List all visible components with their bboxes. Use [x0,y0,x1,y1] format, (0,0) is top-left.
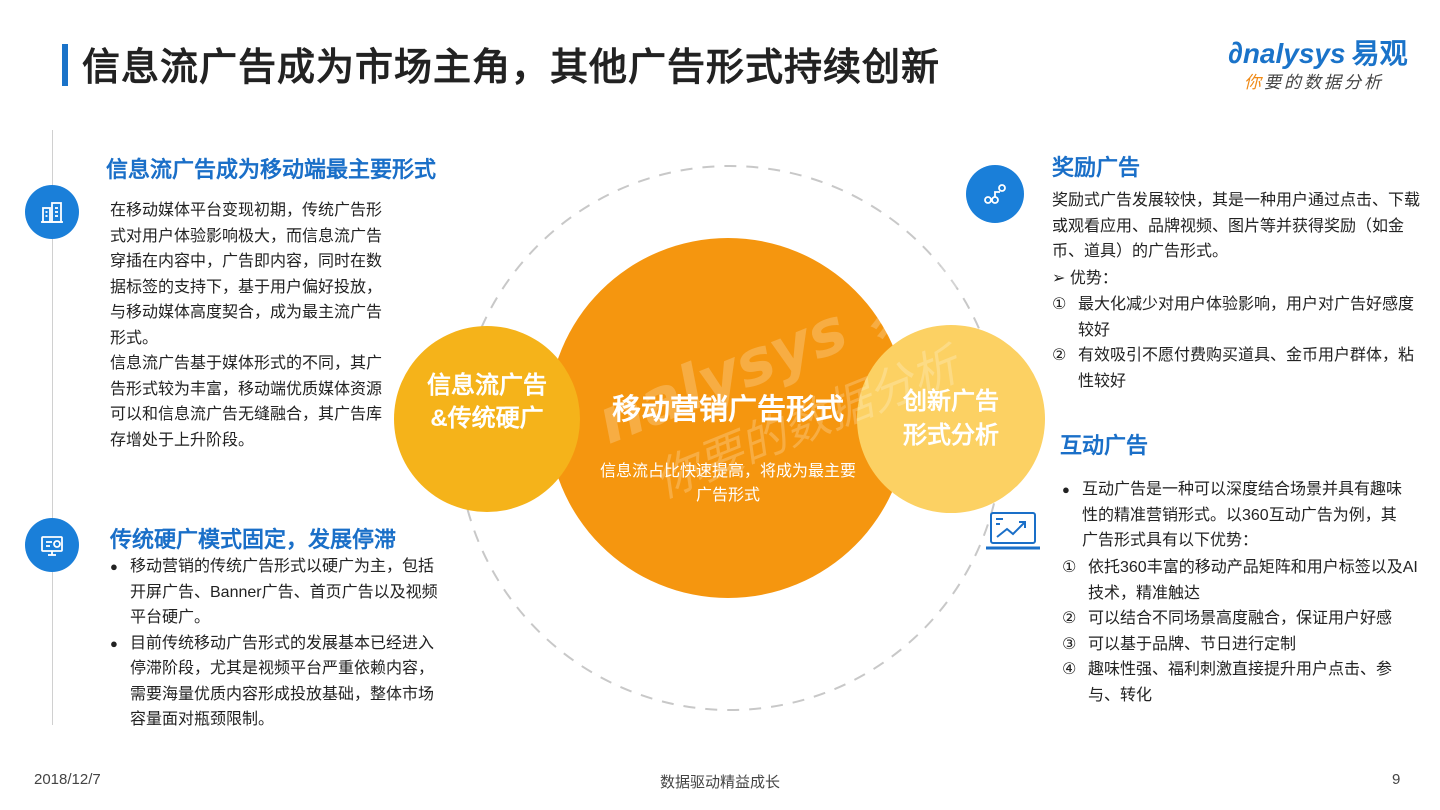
list-item: ① 最大化减少对用户体验影响，用户对广告好感度较好 [1052,292,1424,343]
right-circle: 创新广告形式分析 [857,325,1045,513]
network-nodes-icon [966,165,1024,223]
list-marker: ② [1062,610,1077,627]
main-circle-subtitle: 信息流占比快速提高，将成为最主要广告形式 [599,463,856,504]
list-item-text: 可以结合不同场景高度融合，保证用户好感 [1088,610,1393,627]
logo-slogan: 你要的数据分析 [1244,68,1384,93]
main-circle: 移动营销广告形式 信息流占比快速提高，将成为最主要广告形式 [548,238,908,598]
list-marker: ② [1052,347,1067,364]
reward-ads-advantages: ① 最大化减少对用户体验影响，用户对广告好感度较好 ② 有效吸引不愿付费购买道具、金… [1052,292,1424,394]
title-accent-bar [62,44,68,86]
logo-brand-en: nalysys [1242,38,1346,69]
presentation-screen-icon [25,518,79,572]
list-item: 目前传统移动广告形式的发展基本已经进入停滞阶段，尤其是视频平台严重依赖内容，需要… [110,631,446,733]
list-item: ② 有效吸引不愿付费购买道具、金币用户群体，粘性较好 [1052,343,1424,394]
reward-ads-advantage-label: ➢ 优势： [1052,266,1118,292]
list-item: 移动营销的传统广告形式以硬广为主，包括开屏广告、Banner广告、首页广告以及视… [110,554,446,631]
left-timeline-line [52,130,53,725]
list-item: ③ 可以基于品牌、节日进行定制 [1062,632,1418,658]
list-item-text: 最大化减少对用户体验影响，用户对广告好感度较好 [1078,296,1415,339]
list-marker: ③ [1062,635,1077,653]
section-title-feed-ads: 信息流广告成为移动端最主要形式 [106,157,437,182]
right-circle-label: 创新广告形式分析 [903,388,999,449]
list-item-text: 可以基于品牌、节日进行定制 [1088,635,1297,653]
left-circle: 信息流广告&传统硬广 [394,326,580,512]
list-item: 互动广告是一种可以深度结合场景并具有趣味性的精准营销形式。以360互动广告为例，… [1062,477,1412,554]
page-number: 9 [1392,771,1401,788]
interactive-ads-advantages: ① 依托360丰富的移动产品矩阵和用户标签以及AI技术，精准触达 ② 可以结合不同场… [1062,555,1418,708]
feed-ads-para-2: 信息流广告基于媒体形式的不同，其广告形式较为丰富，移动端优质媒体资源可以和信息流… [110,355,383,449]
logo-slogan-rest: 要的数据分析 [1264,73,1384,92]
footer-slogan: 数据驱动精益成长 [659,774,780,791]
list-marker: ① [1052,296,1067,313]
building-chart-icon [25,185,79,239]
list-item: ① 依托360丰富的移动产品矩阵和用户标签以及AI技术，精准触达 [1062,555,1418,606]
list-item: ② 可以结合不同场景高度融合，保证用户好感 [1062,606,1418,632]
traditional-ads-list: 移动营销的传统广告形式以硬广为主，包括开屏广告、Banner广告、首页广告以及视… [110,554,446,733]
list-item: ④ 趣味性强、福利刺激直接提升用户点击、参与、转化 [1062,657,1418,708]
list-marker: ④ [1062,661,1077,678]
feed-ads-description: 在移动媒体平台变现初期，传统广告形式对用户体验影响极大，而信息流广告穿插在内容中… [110,198,390,453]
logo-brand-cn: 易观 [1351,38,1408,69]
list-item-text: 有效吸引不愿付费购买道具、金币用户群体，粘性较好 [1078,347,1415,390]
section-title-reward-ads: 奖励广告 [1052,155,1141,180]
main-circle-title: 移动营销广告形式 [611,394,844,426]
feed-ads-para-1: 在移动媒体平台变现初期，传统广告形式对用户体验影响极大，而信息流广告穿插在内容中… [110,202,383,347]
interactive-ads-intro: 互动广告是一种可以深度结合场景并具有趣味性的精准营销形式。以360互动广告为例，… [1062,477,1412,554]
list-item-text: 依托360丰富的移动产品矩阵和用户标签以及AI技术，精准触达 [1088,559,1418,602]
arrow-bullet-icon: ➢ [1052,270,1066,287]
footer-date: 2018/12/7 [34,771,101,788]
advantage-label: 优势： [1069,270,1118,287]
logo-slogan-first: 你 [1244,73,1264,92]
section-title-interactive-ads: 互动广告 [1060,433,1149,458]
laptop-trend-icon [986,512,1040,550]
section-title-traditional-ads: 传统硬广模式固定，发展停滞 [110,527,397,552]
list-marker: ① [1062,559,1077,576]
page-title: 信息流广告成为市场主角，其他广告形式持续创新 [82,47,941,89]
reward-ads-description: 奖励式广告发展较快，其是一种用户通过点击、下载或观看应用、品牌视频、图片等并获得… [1052,192,1421,260]
logo-a-mark: ∂ [1228,37,1243,70]
list-item-text: 趣味性强、福利刺激直接提升用户点击、参与、转化 [1088,661,1393,704]
left-circle-label: 信息流广告&传统硬广 [427,372,547,432]
